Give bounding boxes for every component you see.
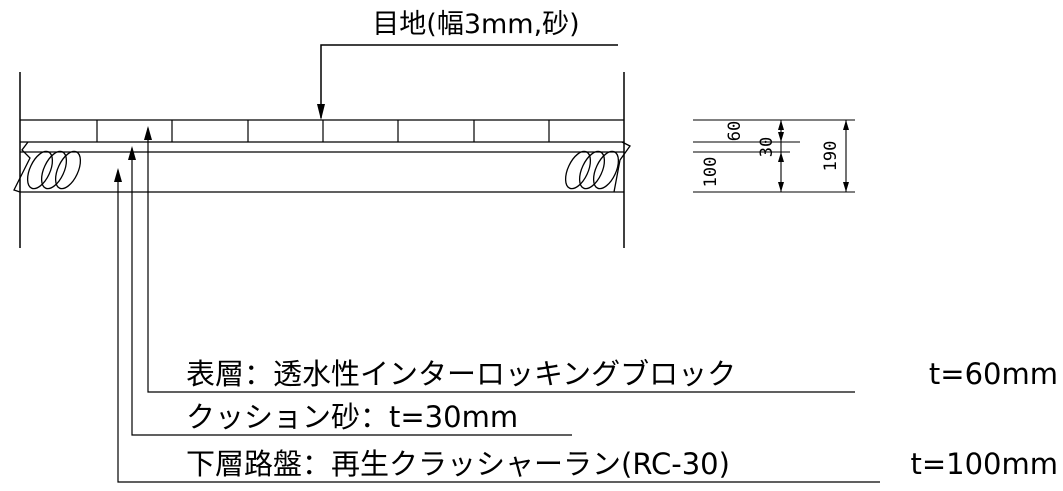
layer-cushion-label: クッション砂：t=30mm xyxy=(186,400,518,434)
layer-surface-label: 表層：透水性インターロッキングブロック xyxy=(186,357,736,391)
dimension-arrows xyxy=(778,120,849,192)
cushion-leader xyxy=(128,146,572,436)
break-symbol-left xyxy=(13,141,82,193)
block-layer xyxy=(20,119,624,143)
layer-subbase-label: 下層路盤：再生クラッシャーラン(RC-30) xyxy=(186,447,730,481)
dim-total: 190 xyxy=(821,141,841,172)
side-walls xyxy=(19,72,625,248)
dim-surface: 60 xyxy=(725,121,745,141)
subbase-leader xyxy=(114,168,880,483)
break-symbol-right xyxy=(564,141,631,193)
joint-leader xyxy=(317,44,618,120)
dimension-lines xyxy=(693,119,855,193)
dim-cushion: 30 xyxy=(757,137,777,157)
dim-subbase: 100 xyxy=(701,157,721,188)
layer-surface-thickness: t=60mm xyxy=(929,357,1058,391)
layer-subbase-thickness: t=100mm xyxy=(910,447,1058,481)
surface-leader xyxy=(144,126,855,393)
cushion-layer xyxy=(20,151,624,193)
joint-label: 目地(幅3mm,砂) xyxy=(372,9,579,40)
